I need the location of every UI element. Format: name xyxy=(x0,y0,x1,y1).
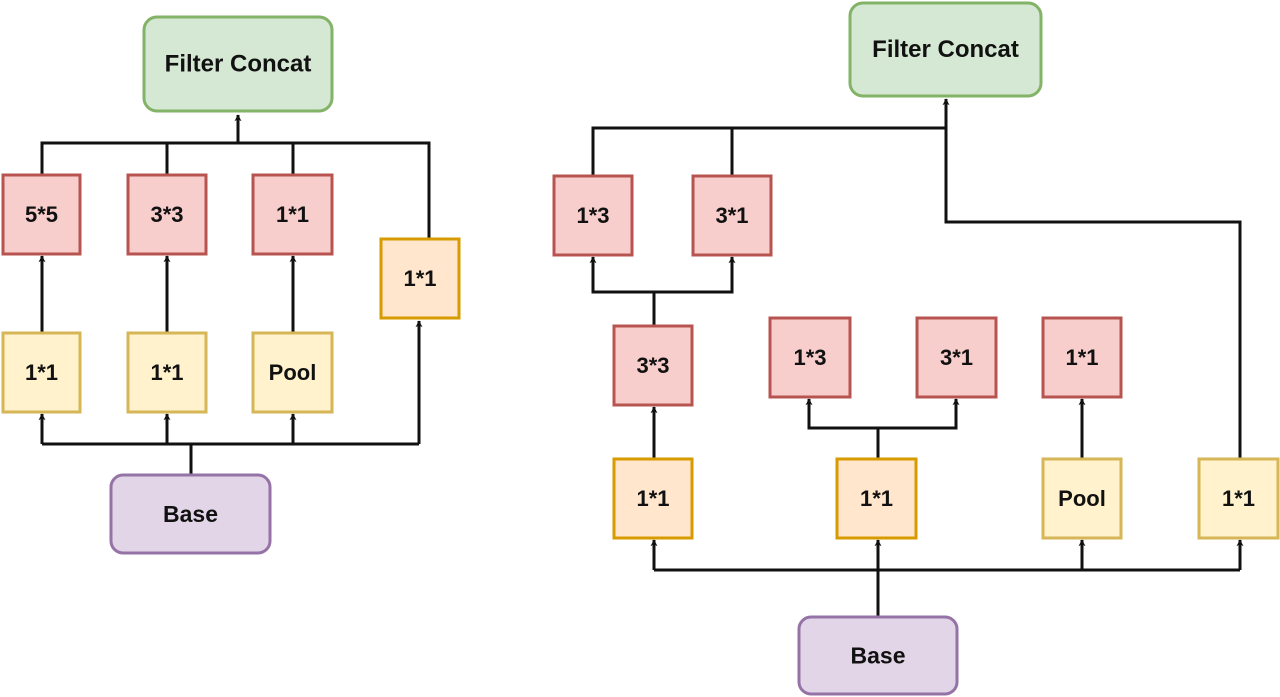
right-node-mid-1x3: 1*3 xyxy=(768,316,852,399)
left-node-pool-label: Pool xyxy=(269,360,317,385)
right-node-bottom-1x1-b-label: 1*1 xyxy=(860,486,893,511)
left-node-5x5-label: 5*5 xyxy=(25,202,58,227)
right-top-bus xyxy=(591,126,946,175)
right-node-mid-1x1: 1*1 xyxy=(1041,316,1123,399)
left-node-bottom-1x1-a-label: 1*1 xyxy=(25,360,58,385)
left-filter-concat-box xyxy=(142,15,334,113)
left-node-3x3: 3*3 xyxy=(126,173,208,256)
left-node-bottom-1x1-a: 1*1 xyxy=(1,331,82,414)
right-node-mid-1x3-label: 1*3 xyxy=(793,345,826,370)
left-inception-module: Filter Concat 5*5 3*3 1*1 1*1 1*1 1*1 xyxy=(1,15,461,555)
left-node-pool: Pool xyxy=(251,331,334,414)
left-node-5x5: 5*5 xyxy=(1,173,82,256)
left-base: Base xyxy=(109,473,272,555)
right-node-mid-1x1-box xyxy=(1041,316,1123,399)
right-base-box xyxy=(797,615,959,696)
right-side-return xyxy=(944,128,1242,458)
left-node-top-1x1-box xyxy=(251,173,334,256)
right-split-2 xyxy=(589,256,656,325)
right-node-top-3x1: 3*1 xyxy=(691,174,773,257)
right-node-mid-3x1-box xyxy=(915,316,998,399)
right-node-pool: Pool xyxy=(1041,457,1123,540)
left-top-bus xyxy=(40,141,431,238)
left-filter-concat: Filter Concat xyxy=(142,15,334,113)
right-split-2-right xyxy=(654,256,736,294)
right-node-bottom-1x1-c-box xyxy=(1197,457,1280,540)
left-node-5x5-box xyxy=(1,173,82,256)
right-inception-module: Filter Concat 1*3 3*1 3*3 1*3 3*1 1*1 xyxy=(552,1,1280,696)
right-node-bottom-1x1-a-box xyxy=(612,457,694,540)
left-connectors xyxy=(38,114,431,474)
right-connectors xyxy=(589,98,1244,616)
left-node-side-1x1-label: 1*1 xyxy=(403,266,436,291)
right-node-bottom-1x1-a-label: 1*1 xyxy=(636,486,669,511)
right-filter-concat: Filter Concat xyxy=(848,1,1043,98)
right-node-mid-3x1: 3*1 xyxy=(915,316,998,399)
left-base-box xyxy=(109,473,272,555)
left-node-side-1x1-box xyxy=(379,237,461,320)
right-split-1 xyxy=(805,398,880,458)
right-node-bottom-1x1-c: 1*1 xyxy=(1197,457,1280,540)
left-base-label: Base xyxy=(163,501,218,527)
right-node-top-3x1-box xyxy=(691,174,773,257)
left-node-top-1x1: 1*1 xyxy=(251,173,334,256)
left-node-pool-box xyxy=(251,331,334,414)
right-node-mid-3x3-box xyxy=(612,324,694,407)
right-node-bottom-1x1-b-box xyxy=(835,457,918,540)
right-filter-concat-label: Filter Concat xyxy=(872,36,1019,63)
left-node-3x3-box xyxy=(126,173,208,256)
right-split-1-right xyxy=(878,398,960,430)
right-node-pool-label: Pool xyxy=(1058,486,1106,511)
left-filter-concat-label: Filter Concat xyxy=(165,51,312,78)
right-node-bottom-1x1-b: 1*1 xyxy=(835,457,918,540)
right-node-mid-1x1-label: 1*1 xyxy=(1065,345,1098,370)
right-node-top-1x3-box xyxy=(552,174,634,257)
right-node-top-3x1-label: 3*1 xyxy=(715,203,748,228)
right-base-label: Base xyxy=(851,643,906,669)
right-base: Base xyxy=(797,615,959,696)
right-node-pool-box xyxy=(1041,457,1123,540)
right-node-top-1x3: 1*3 xyxy=(552,174,634,257)
right-node-bottom-1x1-a: 1*1 xyxy=(612,457,694,540)
left-node-bottom-1x1-b-box xyxy=(126,331,208,414)
right-node-top-1x3-label: 1*3 xyxy=(576,203,609,228)
left-node-bottom-1x1-b: 1*1 xyxy=(126,331,208,414)
left-node-side-1x1: 1*1 xyxy=(379,237,461,320)
right-node-mid-3x1-label: 3*1 xyxy=(940,345,973,370)
right-node-bottom-1x1-c-label: 1*1 xyxy=(1222,486,1255,511)
right-node-mid-3x3: 3*3 xyxy=(612,324,694,407)
left-node-top-1x1-label: 1*1 xyxy=(276,202,309,227)
left-node-bottom-1x1-b-label: 1*1 xyxy=(150,360,183,385)
left-node-bottom-1x1-a-box xyxy=(1,331,82,414)
right-node-mid-1x3-box xyxy=(768,316,852,399)
right-filter-concat-box xyxy=(848,1,1043,98)
left-node-3x3-label: 3*3 xyxy=(150,202,183,227)
right-node-mid-3x3-label: 3*3 xyxy=(636,353,669,378)
